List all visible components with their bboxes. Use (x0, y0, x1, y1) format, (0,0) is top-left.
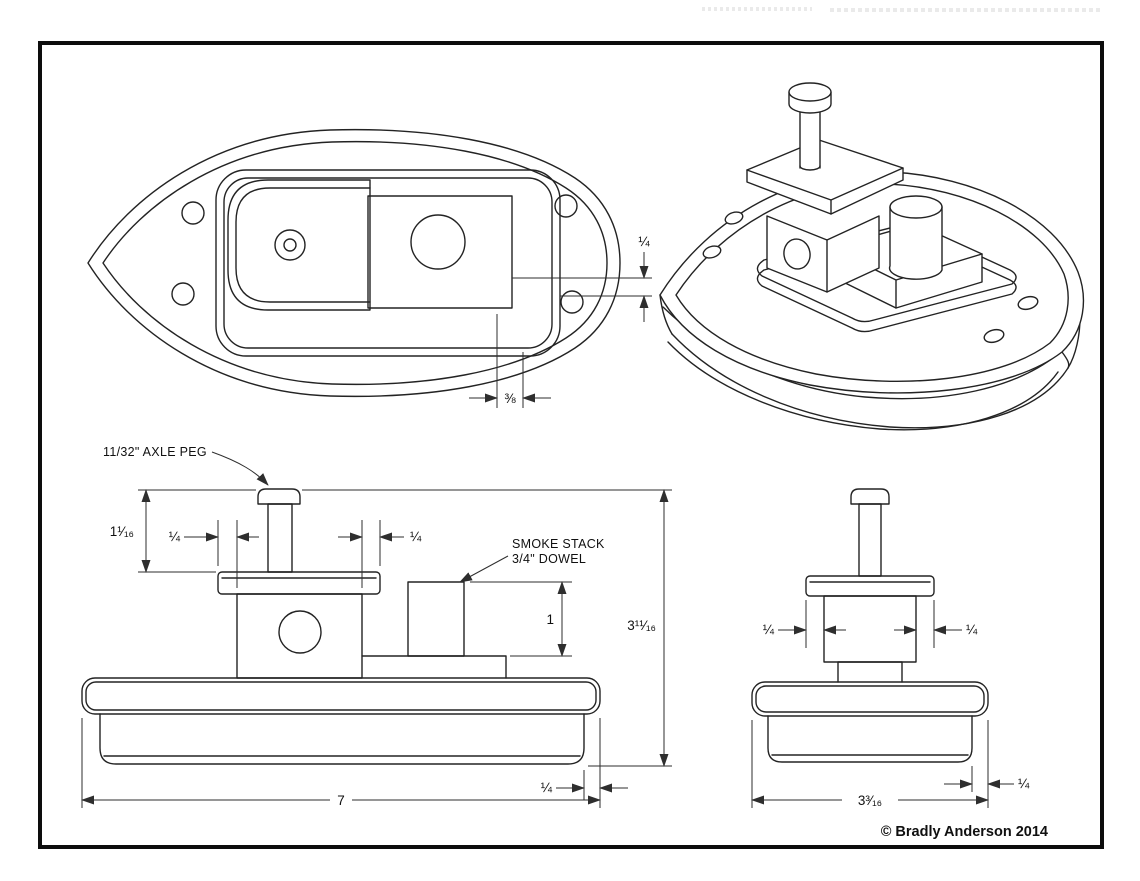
hull-bottom-edge (671, 317, 1081, 429)
leader-line (211, 451, 269, 486)
axle-peg-cap (850, 488, 890, 505)
stern-hole (554, 194, 578, 218)
cabin-side (236, 593, 363, 679)
cabin-roof-edges (746, 167, 904, 215)
axle-peg-label: 11/32" AXLE PEG (103, 445, 207, 459)
cabin-cap-slab (217, 571, 381, 595)
cabin-roof-inner (235, 187, 371, 303)
dim-rim-quarter: ¼ (512, 234, 652, 322)
dim-label: ¼ (638, 234, 650, 249)
side-view: 11/32" AXLE PEG SMOKE STACK 3/4" DOWEL 1… (81, 445, 672, 808)
stern-hole (560, 290, 584, 314)
axle-peg-stem (858, 503, 882, 577)
stern-hole (983, 328, 1005, 344)
dim-overall-width: 3³⁄₁₆ (751, 720, 989, 808)
dim-cap-overhang-left: ¼ (763, 600, 846, 648)
top-view: ¼ ⅜ (87, 128, 652, 408)
drawing-border (38, 41, 1104, 849)
lower-hull (767, 715, 973, 763)
hull-outline-outer (87, 128, 621, 398)
dim-label: ¼ (541, 780, 553, 795)
dim-label: 1¹⁄₁₆ (110, 524, 134, 539)
dim-rub-rail: ¼ (944, 766, 1030, 792)
dim-label: 3¹¹⁄₁₆ (627, 618, 656, 633)
end-view: ¼ ¼ 3³⁄₁₆ ¼ (751, 488, 1030, 808)
dim-overall-length: 7 (81, 718, 601, 808)
dim-label: 1 (546, 612, 554, 627)
dim-overall-height: 3¹¹⁄₁₆ (302, 489, 672, 767)
bow-hole (171, 282, 195, 306)
smoke-stack-top-ellipse (889, 195, 943, 219)
deck-opening-outer (215, 169, 561, 357)
callout-axle-peg: 11/32" AXLE PEG (103, 445, 269, 486)
smoke-stack-side (407, 581, 465, 657)
leader-line (459, 555, 509, 583)
peg-stem-edges (799, 104, 821, 169)
dim-label: ¼ (763, 622, 775, 637)
bow-stem-edge (659, 294, 673, 335)
dim-label: 3³⁄₁₆ (858, 793, 882, 808)
porthole (278, 610, 322, 654)
isometric-view (659, 82, 1085, 431)
bow-hole (724, 211, 744, 225)
peg-stem-fill (800, 104, 820, 168)
rub-rail-band-inner (85, 681, 597, 711)
smoke-stack-label-1: SMOKE STACK (512, 537, 605, 551)
cabin-roof-outer (227, 179, 371, 311)
dim-rub-rail: ¼ (541, 718, 628, 808)
peg-cap-top (788, 82, 832, 102)
rub-rail-band-outer (81, 677, 601, 715)
stern-deck-step (367, 195, 513, 309)
rub-rail-band-inner (755, 685, 985, 713)
deck-opening-inner (223, 177, 553, 349)
dim-peg-height: 1¹⁄₁₆ (110, 489, 256, 573)
scan-artifacts (702, 7, 1100, 12)
dim-label: ¼ (410, 529, 422, 544)
lower-hull (99, 713, 585, 765)
dim-cap-overhang-left: ¼ (169, 520, 259, 588)
dim-offset-three-eighths: ⅜ (469, 314, 551, 408)
axle-peg-top-outer (274, 229, 306, 261)
dim-label: ¼ (169, 529, 181, 544)
smoke-stack-label-2: 3/4" DOWEL (512, 552, 586, 566)
porthole (783, 238, 811, 270)
stern-step-line (361, 655, 507, 679)
cabin-cap-slab (805, 575, 935, 597)
bow-hole (181, 201, 205, 225)
hull-bottom-band (667, 341, 1059, 431)
stern-step-end (837, 661, 903, 683)
axle-peg-top-inner (283, 238, 297, 252)
copyright-text: © Bradly Anderson 2014 (881, 824, 1048, 840)
smoke-stack-top (410, 214, 466, 270)
dim-cap-overhang-right: ¼ (894, 600, 978, 648)
callout-smoke-stack: SMOKE STACK 3/4" DOWEL (459, 537, 605, 583)
deck-recess-rim (756, 224, 1017, 323)
axle-peg-stem (267, 503, 293, 573)
rub-rail-band-outer (751, 681, 989, 717)
dim-cap-overhang-right: ¼ (338, 520, 422, 588)
hull-outline-inner (102, 140, 608, 386)
dim-stack-height: 1 (470, 581, 572, 657)
bow-hole (702, 245, 722, 259)
dim-label: ⅜ (504, 391, 516, 406)
cabin-end (823, 595, 917, 663)
stern-hole (1017, 295, 1039, 311)
dim-label: 7 (337, 793, 345, 808)
dim-label: ¼ (1018, 776, 1030, 791)
peg-base-arc (799, 165, 821, 171)
dim-label: ¼ (966, 622, 978, 637)
smoke-stack-body (888, 206, 943, 280)
stern-edge (1061, 351, 1070, 369)
axle-peg-cap (257, 488, 301, 505)
